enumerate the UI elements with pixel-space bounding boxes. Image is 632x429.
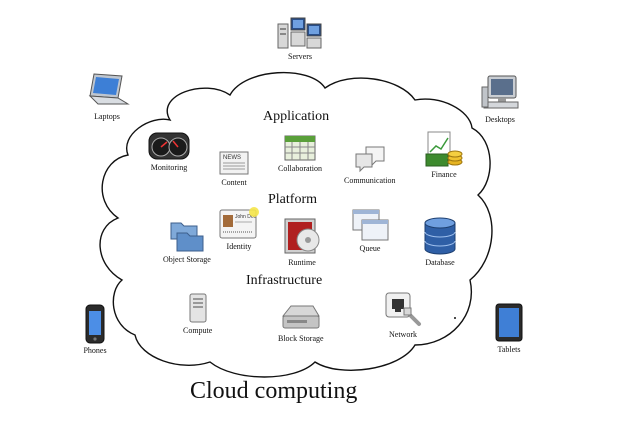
phones-node: Phones	[82, 304, 108, 355]
stray-dot	[454, 317, 456, 319]
collaboration-node: Collaboration	[278, 132, 322, 173]
compute-label: Compute	[183, 326, 213, 335]
queue-node: Queue	[350, 208, 390, 253]
desktop-icon	[481, 75, 519, 109]
newspaper-icon: NEWS	[219, 151, 249, 175]
collaboration-label: Collaboration	[278, 164, 322, 173]
content-label: Content	[221, 178, 247, 187]
server-tower-icon	[189, 293, 207, 323]
monitoring-label: Monitoring	[150, 163, 188, 172]
diagram-title: Cloud computing	[190, 378, 358, 404]
hard-drive-icon	[281, 305, 320, 329]
infrastructure-heading: Infrastructure	[246, 273, 323, 288]
object-storage-node: Object Storage	[163, 219, 211, 264]
servers-label: Servers	[288, 52, 312, 61]
phone-icon	[85, 304, 105, 344]
runtime-label: Runtime	[288, 258, 316, 267]
network-node: Network	[383, 290, 423, 339]
laptop-icon	[88, 73, 130, 105]
servers-node: Servers	[276, 14, 324, 61]
database-label: Database	[425, 258, 455, 267]
badge-name-text: John Doe	[235, 214, 257, 220]
tablets-label: Tablets	[497, 345, 521, 354]
chat-bubbles-icon	[355, 146, 385, 173]
communication-node: Communication	[344, 144, 396, 185]
laptops-label: Laptops	[94, 112, 120, 121]
block-storage-node: Block Storage	[278, 302, 324, 343]
identity-node: John Doe Identity	[218, 206, 260, 251]
content-node: NEWS Content	[218, 150, 250, 187]
database-node: Database	[422, 216, 458, 267]
servers-icon	[277, 17, 322, 49]
platform-heading: Platform	[268, 192, 317, 207]
block-storage-label: Block Storage	[278, 334, 324, 343]
identity-label: Identity	[226, 242, 252, 251]
desktops-node: Desktops	[480, 73, 520, 124]
calendar-icon	[284, 135, 316, 161]
finance-chart-coins-icon	[425, 131, 463, 167]
finance-label: Finance	[431, 170, 457, 179]
id-badge-icon: John Doe	[219, 207, 259, 239]
application-heading: Application	[263, 109, 330, 124]
newspaper-masthead: NEWS	[223, 155, 241, 161]
queue-label: Queue	[359, 244, 381, 253]
compute-node: Compute	[183, 292, 212, 335]
desktops-label: Desktops	[485, 115, 515, 124]
database-icon	[424, 217, 456, 255]
tablets-node: Tablets	[494, 303, 524, 354]
stacked-windows-icon	[352, 209, 389, 241]
communication-label: Communication	[344, 176, 396, 185]
laptops-node: Laptops	[84, 70, 130, 121]
speedometer-icon	[148, 132, 190, 160]
monitoring-node: Monitoring	[148, 131, 190, 172]
phones-label: Phones	[83, 346, 107, 355]
network-label: Network	[389, 330, 417, 339]
object-storage-label: Object Storage	[163, 255, 211, 264]
network-jack-icon	[385, 292, 421, 326]
finance-node: Finance	[424, 130, 464, 179]
runtime-node: Runtime	[282, 216, 322, 267]
tablet-icon	[495, 303, 523, 342]
runtime-disc-icon	[284, 218, 320, 254]
folders-icon	[170, 222, 204, 252]
